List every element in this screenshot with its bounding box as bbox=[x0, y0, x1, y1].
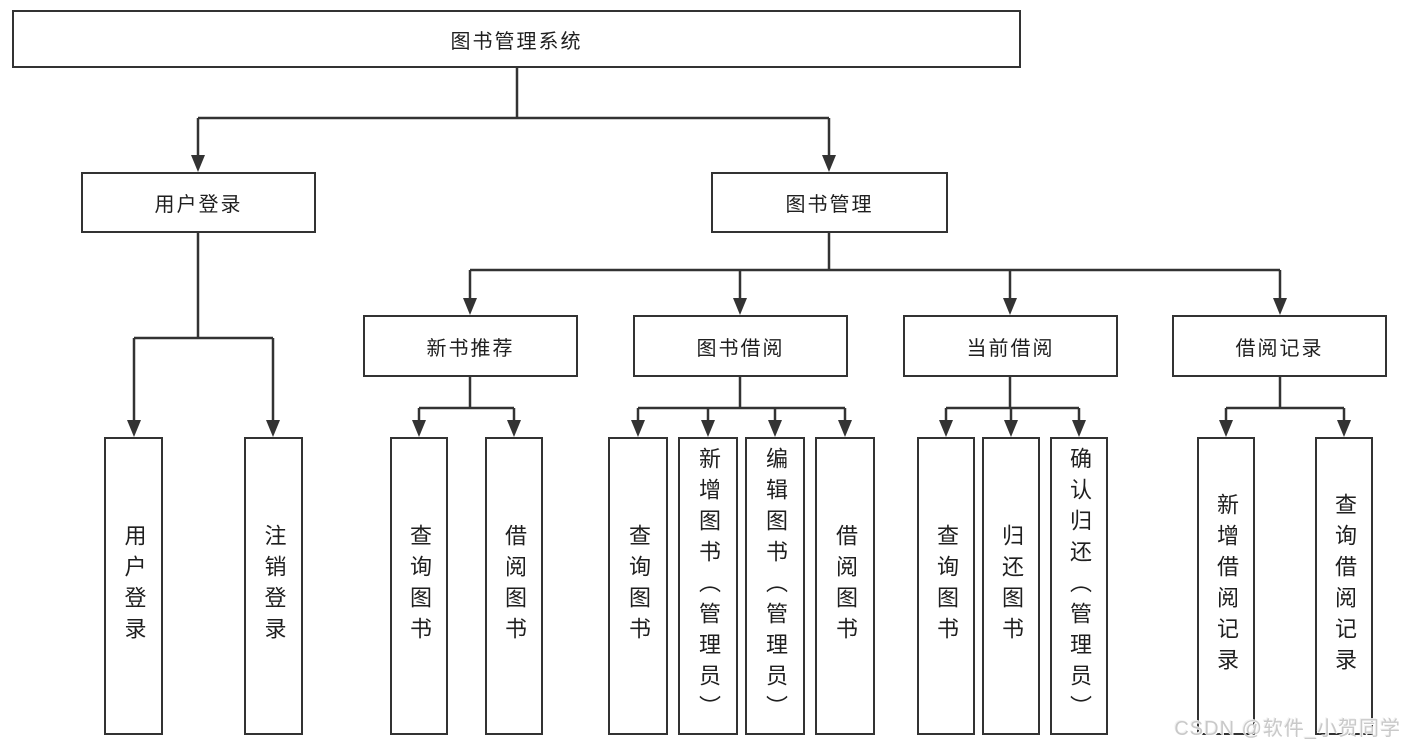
leaf-query-borrow-record-label: 查询借阅记录 bbox=[1332, 493, 1357, 679]
leaf-query-borrow-record: 查询借阅记录 bbox=[1315, 437, 1373, 735]
node-current-borrow: 当前借阅 bbox=[903, 315, 1118, 377]
leaf-query-books-current-label: 查询图书 bbox=[934, 524, 959, 648]
leaf-confirm-return-admin: 确认归还（管理员） bbox=[1050, 437, 1108, 735]
leaf-add-borrow-record: 新增借阅记录 bbox=[1197, 437, 1255, 735]
csdn-watermark: CSDN @软件_小贺同学 bbox=[1174, 718, 1401, 740]
node-user-login-label: 用户登录 bbox=[154, 194, 243, 216]
node-book-management-label: 图书管理 bbox=[785, 194, 874, 216]
leaf-logout: 注销登录 bbox=[244, 437, 303, 735]
leaf-edit-book-admin: 编辑图书（管理员） bbox=[745, 437, 805, 735]
node-user-login: 用户登录 bbox=[81, 172, 316, 233]
leaf-borrow-books-borrow-label: 借阅图书 bbox=[833, 524, 858, 648]
leaf-edit-book-admin-label: 编辑图书（管理员） bbox=[763, 446, 788, 726]
node-borrow-records: 借阅记录 bbox=[1172, 315, 1387, 377]
node-new-book-recommend-label: 新书推荐 bbox=[426, 337, 515, 360]
node-root-label: 图书管理系统 bbox=[450, 30, 583, 53]
leaf-return-book: 归还图书 bbox=[982, 437, 1040, 735]
arrowheads bbox=[127, 155, 1351, 437]
leaf-user-login: 用户登录 bbox=[104, 437, 163, 735]
leaf-query-books-recommend: 查询图书 bbox=[390, 437, 448, 735]
node-book-borrow: 图书借阅 bbox=[633, 315, 848, 377]
leaf-query-books-borrow: 查询图书 bbox=[608, 437, 668, 735]
leaf-logout-label: 注销登录 bbox=[261, 524, 287, 648]
node-book-management: 图书管理 bbox=[711, 172, 948, 233]
leaf-query-books-recommend-label: 查询图书 bbox=[407, 524, 432, 648]
leaf-return-book-label: 归还图书 bbox=[999, 524, 1024, 648]
leaf-borrow-books-recommend-label: 借阅图书 bbox=[502, 524, 527, 648]
leaf-borrow-books-borrow: 借阅图书 bbox=[815, 437, 875, 735]
node-book-borrow-label: 图书借阅 bbox=[696, 337, 785, 360]
node-borrow-records-label: 借阅记录 bbox=[1235, 337, 1324, 360]
leaf-query-books-current: 查询图书 bbox=[917, 437, 975, 735]
leaf-add-book-admin-label: 新增图书（管理员） bbox=[696, 446, 721, 726]
leaf-query-books-borrow-label: 查询图书 bbox=[626, 524, 651, 648]
leaf-add-book-admin: 新增图书（管理员） bbox=[678, 437, 738, 735]
leaf-borrow-books-recommend: 借阅图书 bbox=[485, 437, 543, 735]
node-root: 图书管理系统 bbox=[12, 10, 1021, 68]
leaf-add-borrow-record-label: 新增借阅记录 bbox=[1214, 493, 1239, 679]
leaf-user-login-label: 用户登录 bbox=[121, 524, 147, 648]
node-current-borrow-label: 当前借阅 bbox=[966, 337, 1055, 360]
leaf-confirm-return-admin-label: 确认归还（管理员） bbox=[1067, 446, 1092, 726]
node-new-book-recommend: 新书推荐 bbox=[363, 315, 578, 377]
